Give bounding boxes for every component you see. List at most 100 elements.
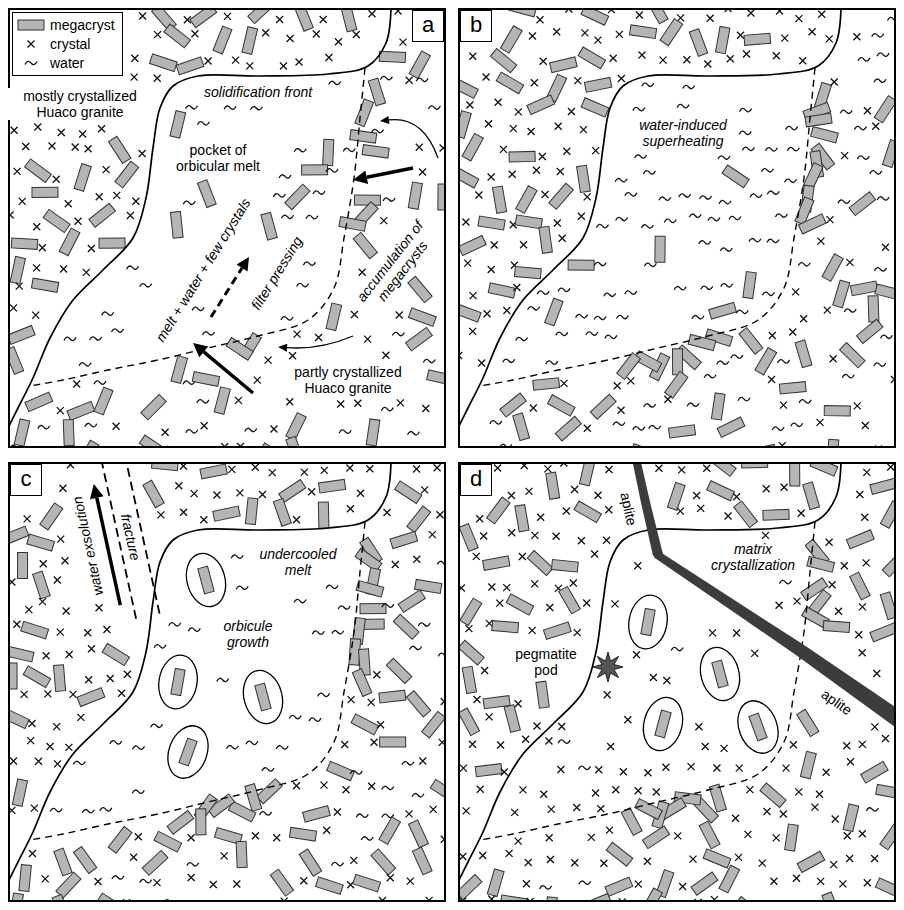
crystal-cross (709, 629, 716, 636)
water-symbol (775, 214, 787, 217)
water-symbol (309, 718, 321, 721)
crystal-cross (343, 786, 350, 793)
water-symbol (381, 407, 393, 410)
water-symbol (412, 794, 424, 797)
megacryst (354, 195, 380, 205)
crystal-cross (293, 782, 300, 789)
crystal-cross (10, 758, 17, 765)
crystal-cross (798, 510, 805, 517)
megacryst (108, 827, 132, 854)
crystal-cross (537, 16, 544, 23)
water-symbol (289, 715, 301, 718)
megacryst (550, 57, 578, 73)
crystal-cross (581, 29, 588, 36)
crystal-cross (769, 332, 776, 339)
water-symbol (306, 215, 318, 218)
crystal-cross (817, 878, 824, 885)
crystal-cross (75, 218, 82, 225)
crystal-cross (252, 464, 259, 471)
water-symbol (719, 200, 731, 203)
crystal-cross (477, 786, 484, 793)
megacryst (578, 47, 605, 69)
crystal-cross (476, 515, 483, 522)
water-symbol (635, 155, 647, 158)
water-symbol (197, 122, 209, 125)
crystal-cross (154, 879, 161, 886)
water-symbol (297, 283, 309, 286)
water-symbol (787, 147, 799, 150)
crystal-cross (175, 482, 182, 489)
crystal-cross (469, 328, 476, 335)
crystal-cross (350, 857, 357, 864)
megacryst (458, 874, 482, 899)
crystal-cross (88, 245, 95, 252)
crystal-cross (509, 171, 516, 178)
water-symbol (644, 263, 656, 266)
crystal-cross (369, 10, 376, 17)
water-symbol (332, 631, 344, 634)
megacryst (294, 8, 313, 31)
crystal-cross (611, 600, 618, 607)
megacryst (379, 690, 406, 703)
megacryst (74, 164, 91, 192)
megacryst (115, 161, 139, 188)
crystal-cross (419, 168, 426, 175)
water-symbol (112, 876, 124, 879)
crystal-cross (662, 764, 669, 771)
annotation-label: matrix crystallization (701, 541, 805, 573)
megacryst (672, 349, 682, 375)
megacryst (261, 212, 277, 240)
water-symbol (616, 217, 628, 220)
megacryst (390, 531, 418, 548)
crystal-cross (841, 562, 848, 569)
crystal-cross (265, 357, 272, 364)
crystal-cross (53, 723, 60, 730)
megacryst (99, 238, 125, 248)
crystal-cross (84, 629, 91, 636)
crystal-cross (826, 539, 833, 546)
megacryst (341, 8, 357, 32)
megacryst (256, 779, 282, 804)
megacryst (760, 783, 786, 808)
water-symbol (110, 741, 122, 744)
water-symbol (721, 284, 733, 287)
crystal-cross (540, 58, 547, 65)
crystal-cross (287, 35, 294, 42)
crystal-cross (583, 599, 590, 606)
crystal-cross (188, 834, 195, 841)
water-symbol (318, 693, 330, 696)
crystal-cross (366, 465, 373, 472)
crystal-cross (413, 466, 420, 473)
water-symbol (677, 104, 689, 107)
crystal-cross (546, 834, 553, 841)
megacryst (513, 413, 530, 441)
water-symbol (578, 766, 590, 769)
megacryst (289, 827, 316, 841)
crystal-cross (703, 465, 710, 472)
megacryst (458, 708, 479, 736)
megacryst (533, 378, 560, 391)
water-symbol (102, 312, 114, 315)
water-symbol (842, 374, 854, 377)
crystal-cross (180, 509, 187, 516)
water-symbol (874, 268, 886, 271)
megacryst (590, 394, 616, 419)
megacryst (584, 77, 611, 92)
water-symbol (132, 790, 144, 793)
water-symbol (407, 432, 419, 435)
crystal-cross (269, 469, 276, 476)
crystal-cross (382, 352, 389, 359)
water-symbol (245, 428, 257, 431)
crystal-cross (33, 223, 40, 230)
megacryst (543, 622, 571, 640)
megacryst (366, 419, 380, 446)
crystal-cross (293, 516, 300, 523)
water-symbol (767, 239, 779, 242)
crystal-cross (846, 259, 853, 266)
crystal-cross (844, 832, 851, 839)
megacryst (755, 348, 777, 375)
crystal-cross (407, 878, 414, 885)
water-symbol (410, 646, 422, 649)
water-symbol (858, 58, 870, 61)
megacryst (487, 869, 504, 897)
